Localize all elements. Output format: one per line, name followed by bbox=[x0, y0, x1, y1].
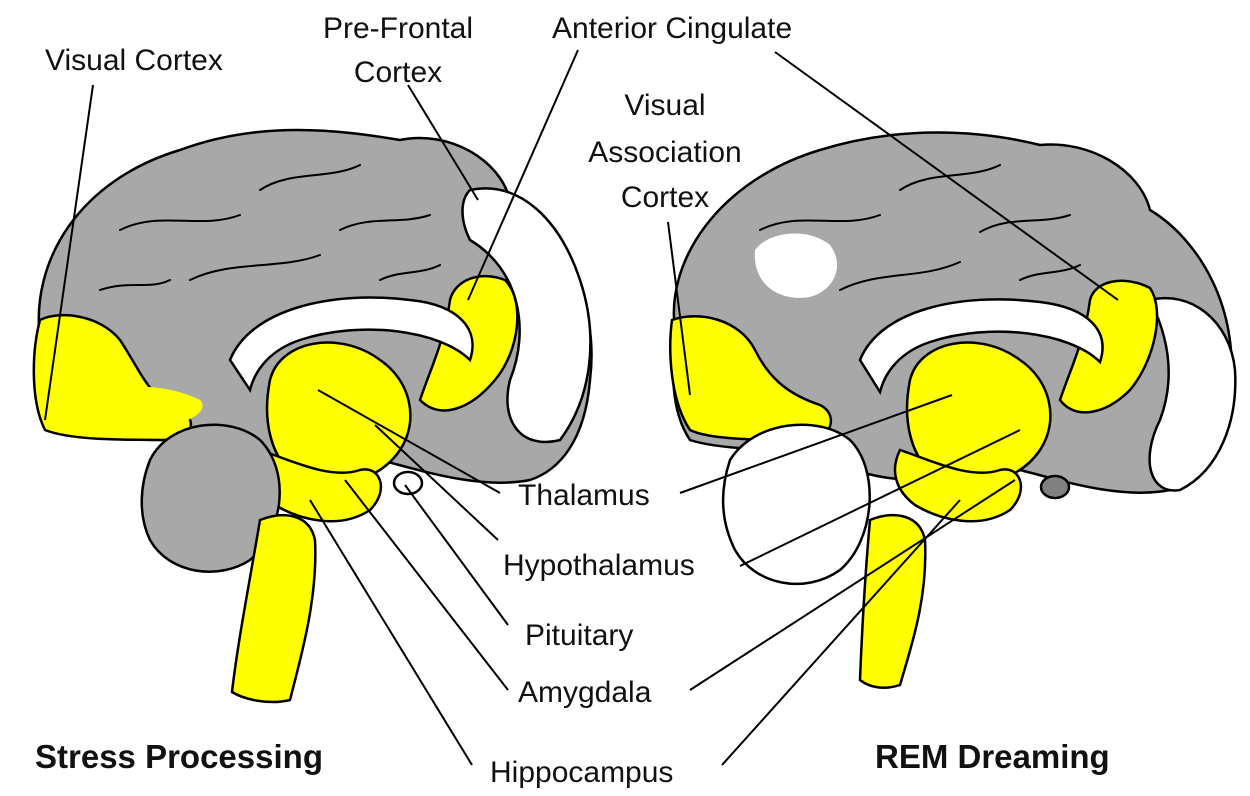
label-visual-assoc-2: Association bbox=[588, 136, 741, 169]
label-visual-assoc-3: Cortex bbox=[621, 181, 709, 214]
caption-rem-dreaming: REM Dreaming bbox=[875, 738, 1110, 775]
caption-stress-processing: Stress Processing bbox=[35, 738, 323, 775]
leader-pituitary-left bbox=[405, 485, 508, 625]
brain-left bbox=[34, 130, 592, 702]
label-visual-cortex: Visual Cortex bbox=[45, 44, 223, 77]
label-hypothalamus: Hypothalamus bbox=[503, 549, 695, 582]
label-hippocampus: Hippocampus bbox=[490, 756, 673, 789]
cerebellum-right bbox=[723, 425, 870, 584]
leader-amygdala-left bbox=[345, 480, 508, 690]
label-pituitary: Pituitary bbox=[525, 619, 633, 652]
label-anterior-cingulate: Anterior Cingulate bbox=[552, 12, 792, 45]
pituitary-right bbox=[1041, 476, 1069, 498]
brain-right bbox=[670, 133, 1235, 688]
label-visual-assoc-1: Visual bbox=[624, 89, 705, 122]
label-prefrontal-1: Pre-Frontal bbox=[323, 12, 473, 45]
label-thalamus: Thalamus bbox=[518, 479, 650, 512]
label-prefrontal-2: Cortex bbox=[354, 56, 442, 89]
label-amygdala: Amygdala bbox=[518, 676, 652, 709]
